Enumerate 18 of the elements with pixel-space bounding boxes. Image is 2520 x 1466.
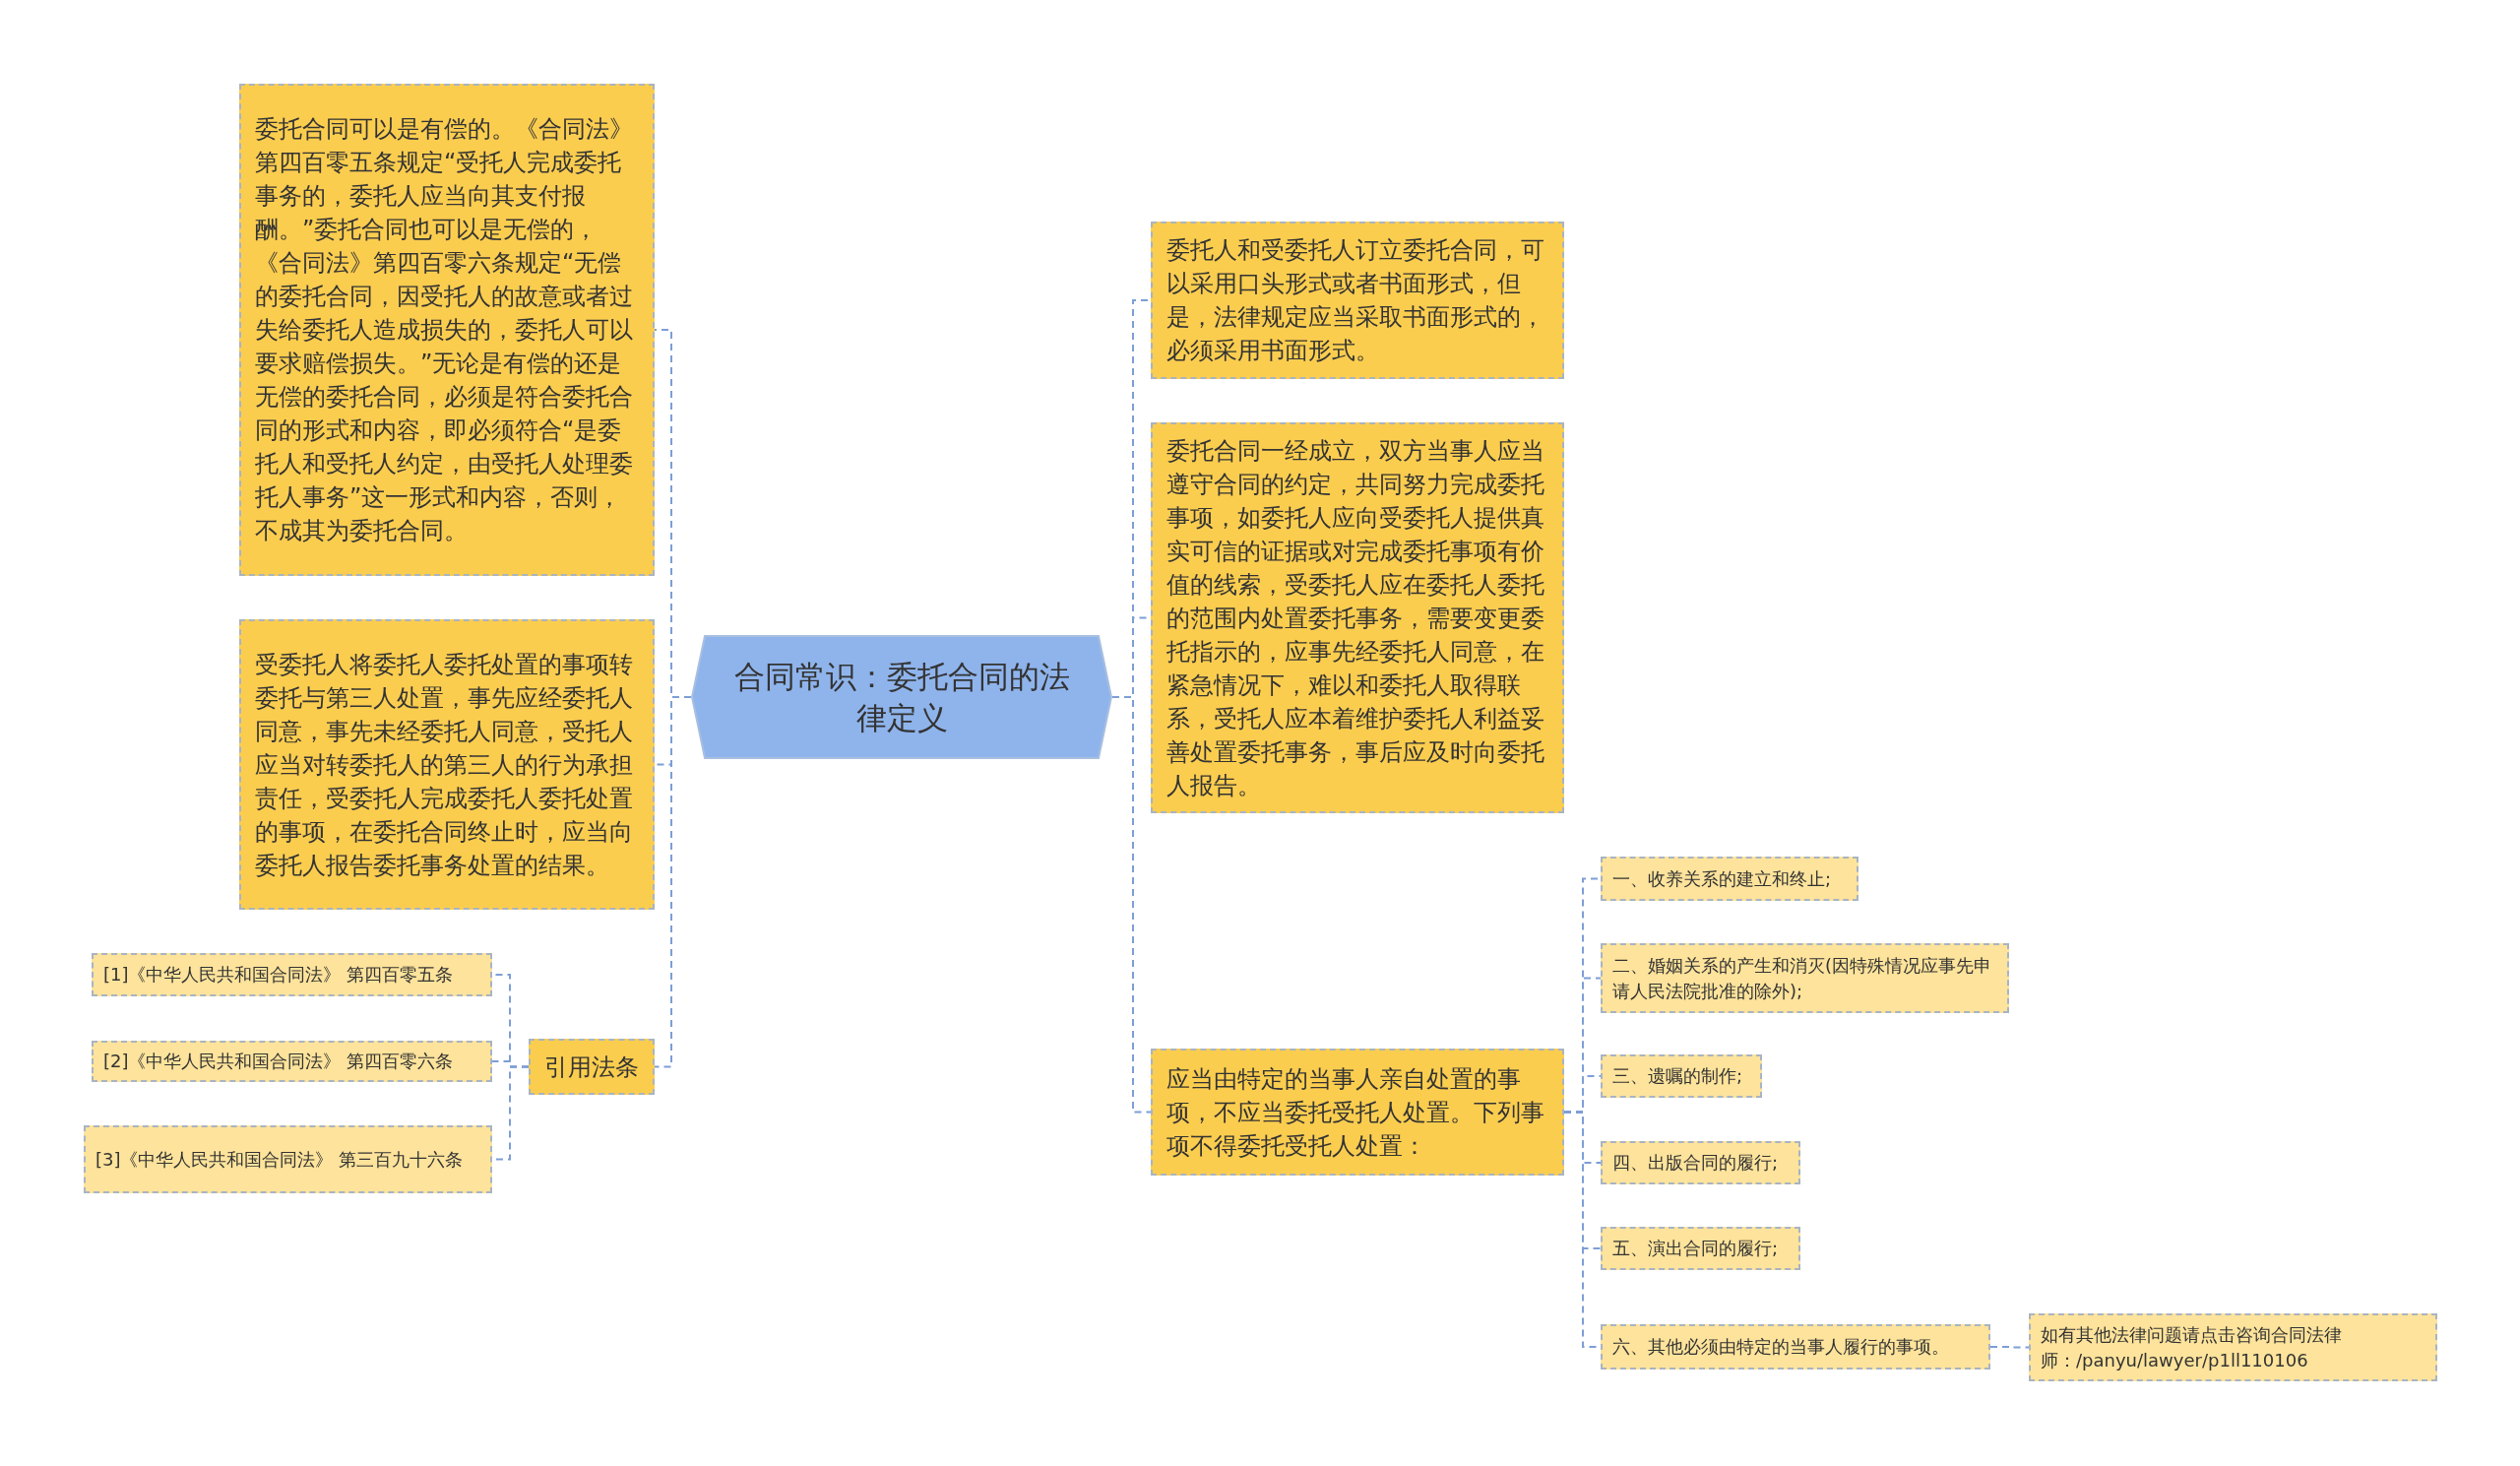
central-topic: 合同常识：委托合同的法律定义 xyxy=(691,635,1112,759)
subtopic-box: 三、遗嘱的制作; xyxy=(1601,1054,1762,1098)
topic-box: 应当由特定的当事人亲自处置的事项，不应当委托受托人处置。下列事项不得委托受托人处置： xyxy=(1151,1049,1564,1176)
subtopic-box: 一、收养关系的建立和终止; xyxy=(1601,857,1858,901)
topic-box: 受委托人将委托人委托处置的事项转委托与第三人处置，事先应经委托人同意，事先未经委托人同意，受托人应当对转委托人的第三人的行为承担责任，受委托人完成委托人委托处置的事项，在委托合同终止时，应当向委托人报告委托事务处置的结果。 xyxy=(239,619,655,910)
topic-box: 委托人和受委托人订立委托合同，可以采用口头形式或者书面形式，但是，法律规定应当采取书面形式的，必须采用书面形式。 xyxy=(1151,222,1564,379)
subtopic-box: 四、出版合同的履行; xyxy=(1601,1141,1800,1184)
subtopic-box: [3]《中华人民共和国合同法》 第三百九十六条 xyxy=(84,1125,492,1193)
topic-box: 委托合同一经成立，双方当事人应当遵守合同的约定，共同努力完成委托事项，如委托人应向受委托人提供真实可信的证据或对完成委托事项有价值的线索，受委托人应在委托人委托的范围内处置委托事务，需要变更委托指示的，应事先经委托人同意，在紧急情况下，难以和委托人取得联系，受托人应本着维护委托人利益妥善处置委托事务，事后应及时向委托人报告。 xyxy=(1151,422,1564,813)
subtopic-box: [1]《中华人民共和国合同法》 第四百零五条 xyxy=(92,953,492,996)
connector xyxy=(1989,1346,2030,1349)
topic-box: 引用法条 xyxy=(529,1039,655,1095)
subtopic-box: 六、其他必须由特定的当事人履行的事项。 xyxy=(1601,1324,1990,1370)
subtopic-box: [2]《中华人民共和国合同法》 第四百零六条 xyxy=(92,1041,492,1082)
subtopic-box: 二、婚姻关系的产生和消灭(因特殊情况应事先申请人民法院批准的除外); xyxy=(1601,943,2009,1013)
subtopic-box: 如有其他法律问题请点击咨询合同法律师：/panyu/lawyer/p1ll110106 xyxy=(2029,1313,2437,1381)
subtopic-box: 五、演出合同的履行; xyxy=(1601,1227,1800,1270)
topic-box: 委托合同可以是有偿的。《合同法》第四百零五条规定“受托人完成委托事务的，委托人应当向其支付报酬。”委托合同也可以是无偿的，《合同法》第四百零六条规定“无偿的委托合同，因受托人的故意或者过失给委托人造成损失的，委托人可以要求赔偿损失。”无论是有偿的还是无偿的委托合同，必须是符合委托合同的形式和内容，即必须符合“是委托人和受托人约定，由受托人处理委托人事务”这一形式和内容，否则，不成其为委托合同。 xyxy=(239,84,655,576)
